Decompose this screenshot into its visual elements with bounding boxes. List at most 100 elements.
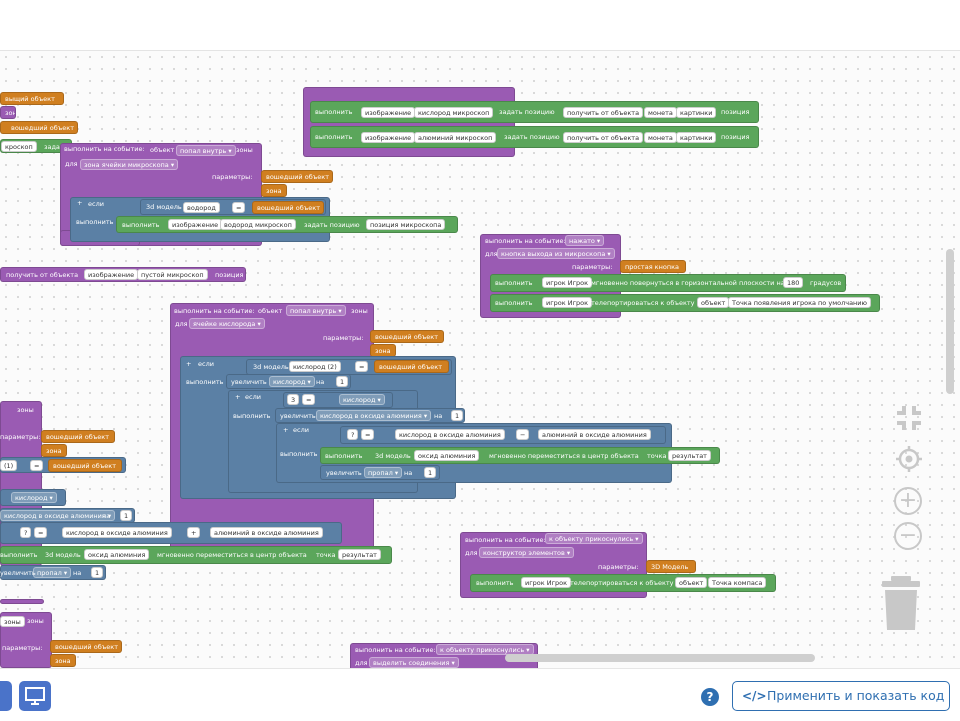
- param-entered-object[interactable]: вошедший объект: [50, 640, 122, 653]
- pictures-pill[interactable]: картинки: [676, 132, 717, 143]
- left-event-bottom[interactable]: [0, 599, 44, 604]
- image-pill[interactable]: изображение: [84, 269, 139, 280]
- object-pill[interactable]: объект: [675, 577, 708, 588]
- image-dropdown[interactable]: кислород микроскоп: [414, 107, 494, 118]
- number-input[interactable]: 1: [424, 467, 437, 478]
- blocks-workspace[interactable]: выполнить изображение кислород микроскоп…: [0, 51, 960, 668]
- image-dropdown[interactable]: алюминий микроскоп: [414, 132, 497, 143]
- zone-dropdown[interactable]: ячейке кислорода: [189, 318, 265, 329]
- hydrogen-header[interactable]: выполнить на событие:: [60, 143, 262, 156]
- degrees-input[interactable]: 180: [783, 277, 804, 288]
- target-dropdown[interactable]: конструктор элементов: [479, 547, 575, 558]
- model-dropdown[interactable]: оксид алюминия: [414, 450, 480, 461]
- compass-pill[interactable]: Точка компаса: [708, 577, 767, 588]
- get-object-pill[interactable]: получить от объекта: [563, 107, 644, 118]
- equals-dropdown[interactable]: =: [361, 429, 375, 440]
- event-dropdown[interactable]: к объекту прикоснулись: [545, 533, 643, 544]
- trash-icon[interactable]: [880, 574, 922, 632]
- left-zone-label[interactable]: зоны: [0, 106, 16, 119]
- model-dropdown[interactable]: водород: [183, 202, 220, 213]
- add-condition-icon[interactable]: +: [283, 426, 289, 434]
- equals-dropdown[interactable]: =: [34, 527, 48, 538]
- help-icon[interactable]: ?: [701, 688, 719, 706]
- param-model[interactable]: 3D Модель: [646, 560, 696, 573]
- operator-dropdown[interactable]: ?: [347, 429, 359, 440]
- variable-dropdown[interactable]: кислород: [11, 492, 57, 503]
- variable-dropdown[interactable]: пропал: [364, 467, 403, 478]
- minus-operator[interactable]: −: [516, 429, 530, 440]
- equals-dropdown[interactable]: =: [232, 202, 246, 213]
- variable-pill[interactable]: алюминий в оксиде алюминия: [210, 527, 323, 538]
- number-input[interactable]: 1: [120, 510, 133, 521]
- coin-pill[interactable]: монета: [644, 132, 677, 143]
- variable-pill[interactable]: алюминий в оксиде алюминия: [538, 429, 651, 440]
- add-condition-icon[interactable]: +: [235, 393, 241, 401]
- player-pill[interactable]: игрок Игрок: [542, 277, 593, 288]
- image-pill[interactable]: изображение: [361, 107, 416, 118]
- zoom-in-icon[interactable]: +: [894, 487, 922, 515]
- variable-dropdown[interactable]: пропал: [33, 567, 72, 578]
- left-set-block[interactable]: кроскоп задать: [0, 139, 72, 153]
- param-button[interactable]: простая кнопка: [620, 260, 686, 273]
- trigger-dropdown[interactable]: попал внутрь: [176, 145, 236, 156]
- add-condition-icon[interactable]: +: [77, 199, 83, 207]
- add-condition-icon[interactable]: +: [186, 360, 192, 368]
- player-pill[interactable]: игрок Игрок: [542, 297, 593, 308]
- event-dropdown[interactable]: нажато: [565, 235, 605, 246]
- event-dropdown[interactable]: к объекту прикоснулись: [436, 644, 534, 655]
- image-dropdown[interactable]: пустой микроскоп: [137, 269, 208, 280]
- equals-dropdown[interactable]: =: [30, 460, 44, 471]
- model-dropdown[interactable]: (1): [0, 460, 18, 471]
- left-param-2[interactable]: вошедший объект: [0, 121, 78, 134]
- model-dropdown[interactable]: оксид алюминия: [84, 549, 150, 560]
- zoom-out-icon[interactable]: −: [894, 522, 922, 550]
- zone-dropdown[interactable]: зоны: [0, 616, 25, 627]
- param-entered-object[interactable]: вошедший объект: [41, 430, 115, 443]
- coin-pill[interactable]: монета: [644, 107, 677, 118]
- fit-screen-icon[interactable]: [894, 403, 924, 433]
- result-pill[interactable]: результат: [668, 450, 711, 461]
- image-pill[interactable]: изображение: [361, 132, 416, 143]
- get-object-pill[interactable]: получить от объекта: [563, 132, 644, 143]
- equals-dropdown[interactable]: =: [302, 394, 316, 405]
- variable-dropdown[interactable]: кислород: [269, 376, 315, 387]
- param-zone[interactable]: зона: [261, 184, 287, 197]
- operator-dropdown[interactable]: ?: [20, 527, 32, 538]
- result-pill[interactable]: результат: [338, 549, 381, 560]
- param-entered-object[interactable]: вошедший объект: [261, 170, 333, 183]
- variable-pill[interactable]: кислород в оксиде алюминия: [62, 527, 172, 538]
- number-input[interactable]: 1: [336, 376, 349, 387]
- variable-pill[interactable]: кислород в оксиде алюминия: [395, 429, 505, 440]
- number-input[interactable]: 3: [287, 394, 300, 405]
- set-position-block-1[interactable]: выполнить изображение кислород микроскоп…: [310, 101, 759, 123]
- entered-object[interactable]: вошедший объект: [374, 360, 449, 373]
- param-entered-object[interactable]: вошедший объект: [370, 330, 444, 343]
- target-dropdown[interactable]: выделить соединения: [369, 657, 459, 668]
- horizontal-scrollbar[interactable]: [505, 654, 815, 662]
- object-pill[interactable]: объект: [697, 297, 730, 308]
- spawn-point-pill[interactable]: Точка появления игрока по умолчанию: [728, 297, 871, 308]
- pictures-pill[interactable]: картинки: [676, 107, 717, 118]
- zone-dropdown[interactable]: зона ячейки микроскопа: [80, 159, 179, 170]
- param-zone[interactable]: зона: [50, 654, 76, 667]
- entered-object[interactable]: вошедший объект: [48, 459, 122, 472]
- variable-dropdown[interactable]: кислород: [339, 394, 385, 405]
- left-param-1[interactable]: выщий объект: [0, 92, 64, 105]
- image-dropdown[interactable]: водород микроскоп: [220, 219, 296, 230]
- left-microscope-pill[interactable]: кроскоп: [1, 141, 37, 152]
- position-dropdown[interactable]: позиция микроскопа: [366, 219, 446, 230]
- set-position-block-2[interactable]: выполнить изображение алюминий микроскоп…: [310, 126, 759, 148]
- target-dropdown[interactable]: кнопка выхода из микроскопа: [497, 248, 615, 259]
- equals-dropdown[interactable]: =: [355, 361, 369, 372]
- number-input[interactable]: 1: [91, 567, 104, 578]
- model-dropdown[interactable]: кислород (2): [289, 361, 341, 372]
- number-input[interactable]: 1: [451, 410, 464, 421]
- variable-dropdown[interactable]: кислород в оксиде алюминия: [316, 410, 432, 421]
- apply-and-show-code-button[interactable]: </> Применить и показать код: [732, 681, 950, 711]
- entered-object[interactable]: вошедший объект: [252, 201, 324, 214]
- screen-code-icon[interactable]: [19, 681, 51, 711]
- param-zone[interactable]: зона: [41, 444, 67, 457]
- player-pill[interactable]: игрок Игрок: [521, 577, 572, 588]
- center-target-icon[interactable]: [894, 444, 924, 474]
- vertical-scrollbar[interactable]: [946, 249, 954, 394]
